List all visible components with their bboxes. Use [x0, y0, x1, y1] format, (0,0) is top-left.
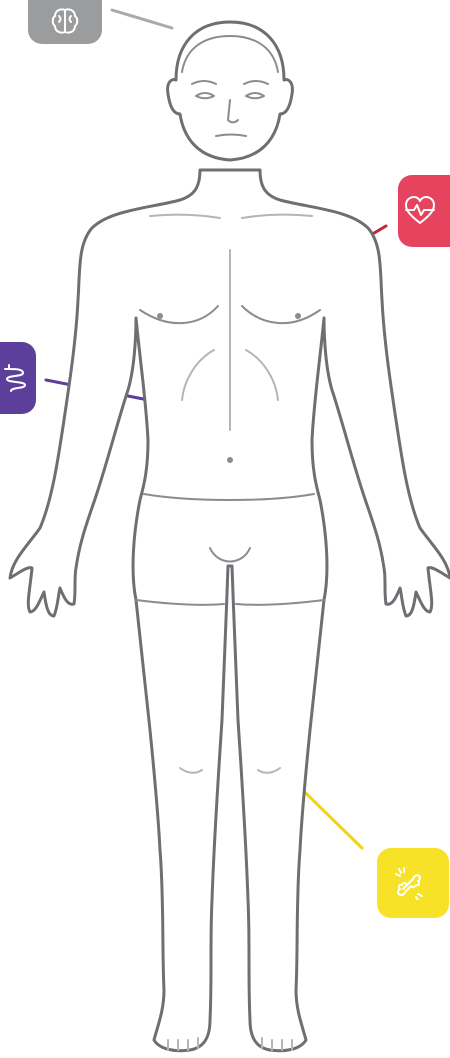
brain-marker-button[interactable] — [28, 0, 102, 44]
heart-marker-button[interactable] — [398, 175, 450, 247]
digestive-marker-button[interactable] — [0, 342, 36, 414]
navel — [227, 457, 233, 463]
left-nipple — [157, 313, 163, 319]
brain-icon — [48, 4, 82, 38]
right-nipple — [295, 313, 301, 319]
bone-icon — [392, 866, 426, 900]
intestine-icon — [0, 361, 33, 395]
heart-pulse-icon — [403, 194, 437, 228]
bone-marker-button[interactable] — [377, 848, 449, 918]
brain-connector-line — [112, 10, 172, 28]
head-outline — [168, 22, 293, 160]
